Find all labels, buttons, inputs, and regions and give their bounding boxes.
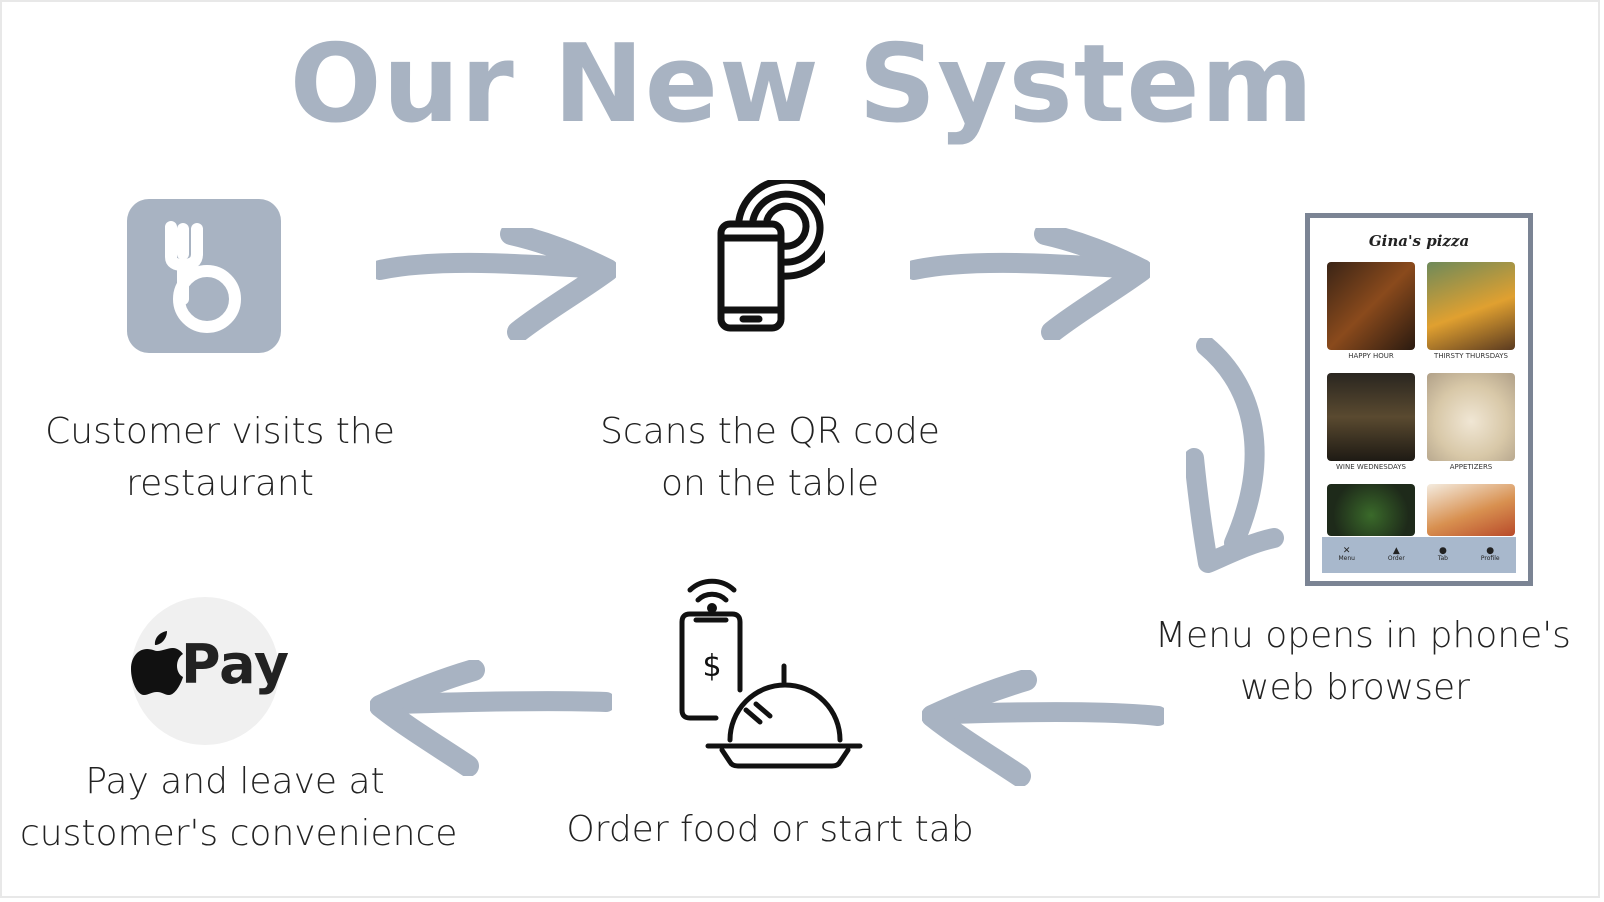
- restaurant-app-logo-icon: [127, 199, 281, 353]
- step-label-line: Menu opens in phone's: [1155, 615, 1571, 656]
- step-label-line: on the table: [661, 463, 879, 504]
- arrow-left-icon: [922, 670, 1164, 786]
- step-label-line: web browser: [1240, 667, 1470, 708]
- step-5-label: Pay and leave at customer's convenience: [20, 756, 458, 860]
- nav-tab: ●Tab: [1437, 546, 1448, 563]
- arrow-left-icon: [370, 660, 612, 776]
- page-title: Our New System: [289, 22, 1315, 147]
- order-food-icon: $: [676, 570, 866, 774]
- step-3-label: Menu opens in phone's web browser: [1155, 610, 1571, 714]
- phone-scan-icon: [717, 180, 825, 332]
- tile-caption: WINE WEDNESDAYS: [1336, 463, 1406, 471]
- menu-bottom-nav: ✕Menu ▲Order ●Tab ●Profile: [1322, 537, 1516, 573]
- arrow-right-icon: [910, 228, 1150, 340]
- profile-icon: ●: [1486, 546, 1495, 556]
- step-label-line: Customer visits the: [45, 411, 395, 452]
- arrow-right-icon: [376, 228, 616, 340]
- step-label-line: Order food or start tab: [566, 809, 974, 850]
- wine-wednesdays-image: [1327, 373, 1415, 461]
- arrow-curved-down-icon: [1186, 338, 1286, 578]
- apple-pay-logo: Pay: [131, 597, 289, 745]
- menu-screenshot: Gina's pizza HAPPY HOUR THIRSTY THURSDAY…: [1305, 213, 1533, 586]
- step-label-line: Scans the QR code: [600, 411, 940, 452]
- tile-caption: THIRSTY THURSDAYS: [1434, 352, 1508, 360]
- nav-order: ▲Order: [1387, 546, 1405, 563]
- svg-text:$: $: [702, 649, 721, 684]
- step-label-line: restaurant: [126, 463, 314, 504]
- happy-hour-image: [1327, 262, 1415, 350]
- utensils-icon: ✕: [1342, 546, 1351, 556]
- menu-brand: Gina's pizza: [1368, 232, 1470, 250]
- tile-caption: HAPPY HOUR: [1348, 352, 1394, 360]
- nav-profile: ●Profile: [1480, 546, 1500, 563]
- pizza-image: [1427, 484, 1515, 536]
- step-1-label: Customer visits the restaurant: [30, 406, 410, 510]
- tile-caption: APPETIZERS: [1449, 463, 1493, 471]
- step-label-line: Pay and leave at: [85, 761, 385, 802]
- apple-icon: [131, 631, 183, 695]
- pay-logo-text: Pay: [181, 633, 290, 696]
- step-label-line: customer's convenience: [20, 813, 458, 854]
- salad-image: [1327, 484, 1415, 536]
- thirsty-thursdays-image: [1427, 262, 1515, 350]
- appetizers-image: [1427, 373, 1515, 461]
- step-4-label: Order food or start tab: [560, 804, 980, 856]
- cart-icon: ▲: [1392, 546, 1400, 556]
- nav-menu: ✕Menu: [1338, 546, 1355, 563]
- step-2-label: Scans the QR code on the table: [580, 406, 960, 510]
- dollar-icon: ●: [1438, 546, 1447, 556]
